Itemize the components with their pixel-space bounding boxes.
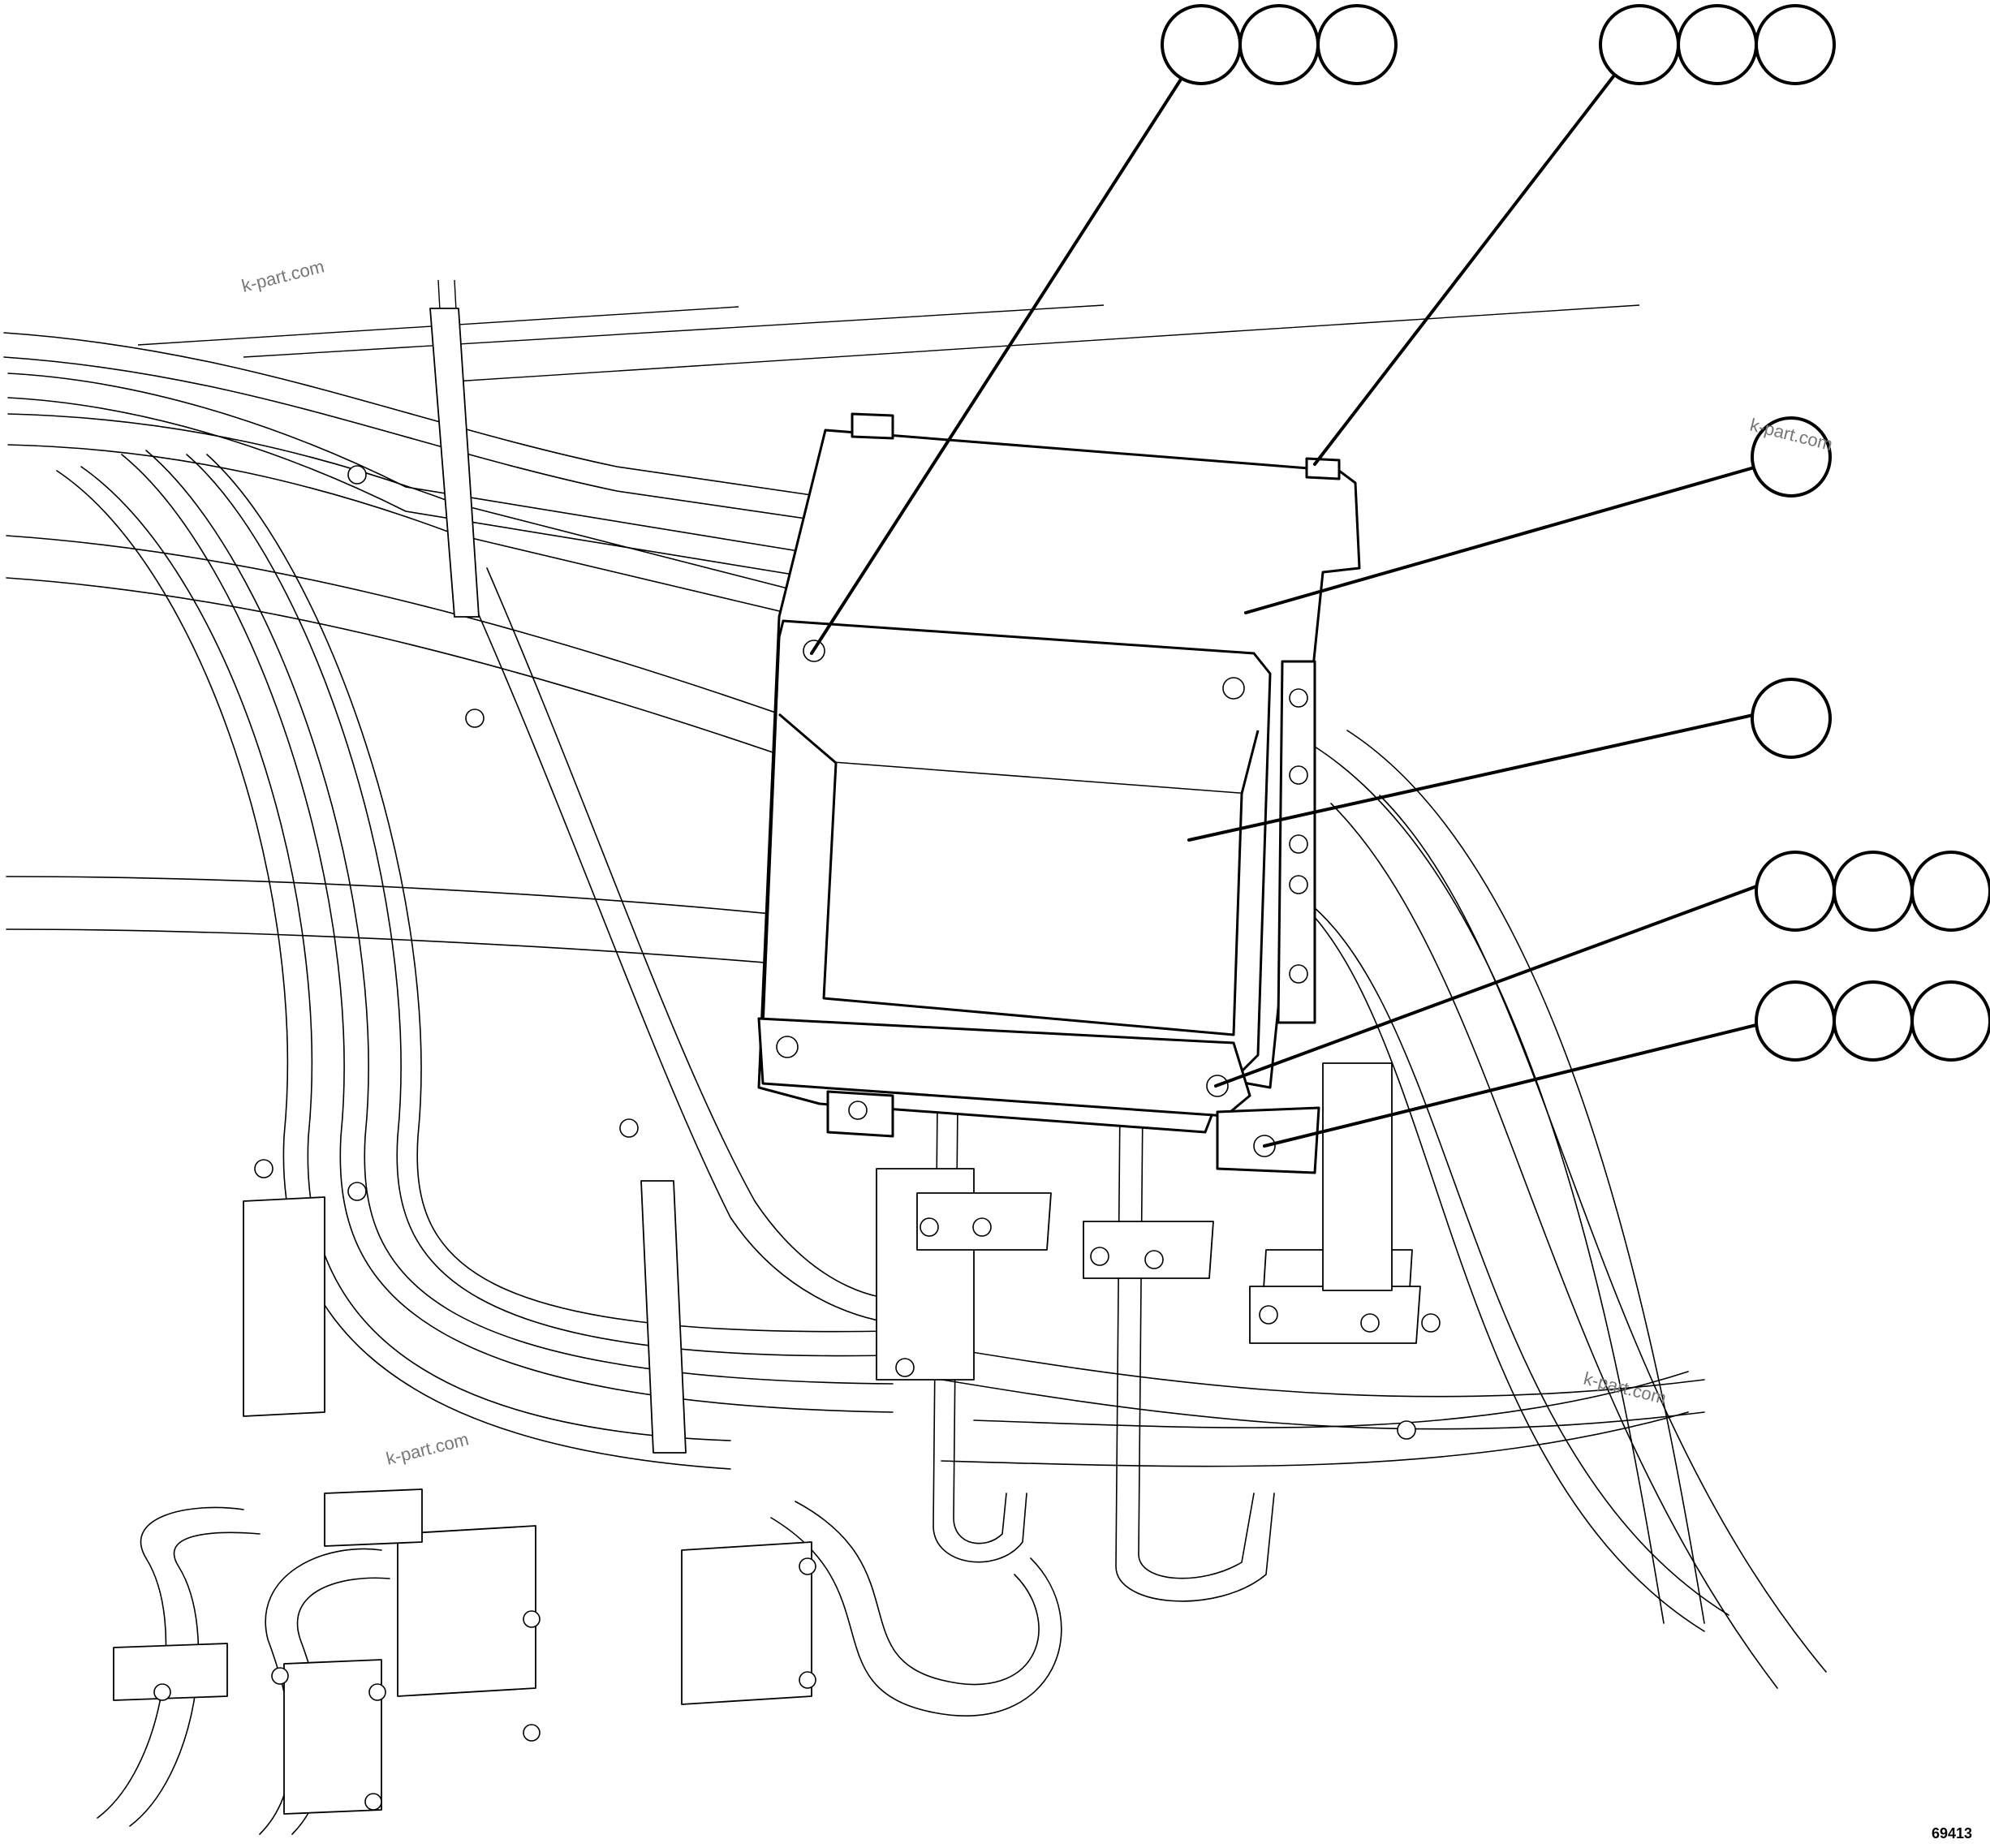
callout-circle — [1316, 4, 1398, 85]
callout-circle — [1755, 851, 1836, 932]
callout-circle — [1238, 4, 1320, 85]
callout-circle — [1910, 980, 1990, 1062]
callout-single-upper — [1751, 416, 1832, 498]
callout-group-top-right — [1599, 4, 1836, 85]
callout-circle — [1833, 851, 1914, 932]
callout-group-lower-1 — [1755, 851, 1990, 932]
callout-circle — [1833, 980, 1914, 1062]
watermark-top-left: k-part.com — [239, 256, 326, 295]
bolts — [153, 465, 1441, 1811]
callout-circle — [1751, 416, 1832, 498]
watermark-bottom-left: k-part.com — [384, 1428, 471, 1468]
component-cover-assembly — [757, 412, 1361, 1174]
callout-circle — [1910, 851, 1990, 932]
callout-circle — [1599, 4, 1680, 85]
callout-circle — [1755, 4, 1836, 85]
leader-lines — [810, 67, 1763, 1148]
hose-bundle — [3, 332, 1827, 1835]
callout-circle — [1677, 4, 1758, 85]
callout-circle — [1755, 980, 1836, 1062]
callout-group-lower-2 — [1755, 980, 1990, 1062]
callout-circle — [1751, 678, 1832, 759]
figure-number: 69413 — [1932, 1825, 1972, 1842]
callout-single-middle — [1751, 678, 1832, 759]
watermark-bottom-right: k-part.com — [1582, 1368, 1669, 1408]
callout-group-top-left — [1161, 4, 1398, 85]
callout-circle — [1161, 4, 1242, 85]
